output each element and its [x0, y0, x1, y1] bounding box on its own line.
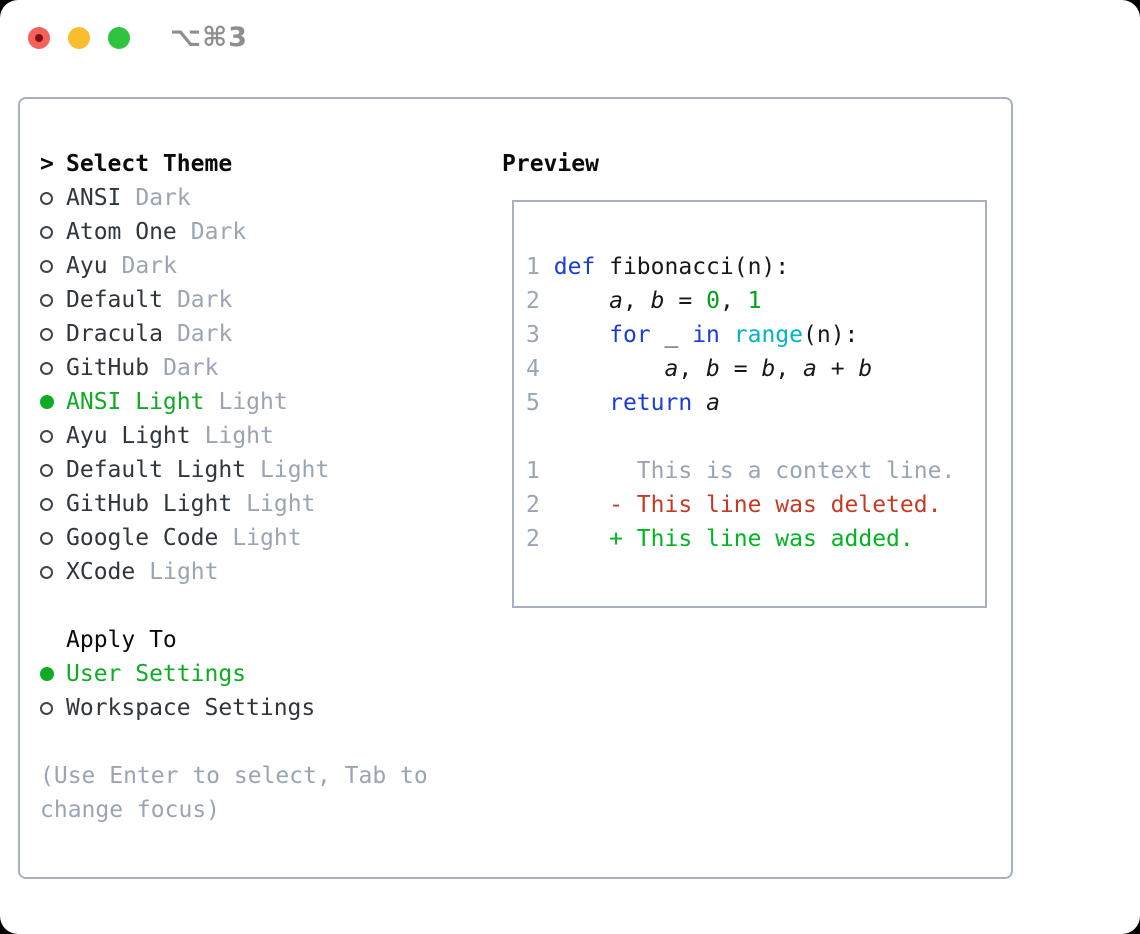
apply-option-user-settings[interactable]: User Settings [40, 657, 428, 691]
zoom-button-icon[interactable] [108, 27, 130, 49]
theme-variant-tag: Dark [176, 287, 233, 313]
theme-option-ansi-light[interactable]: ANSI Light Light [40, 385, 428, 419]
apply-to-title: Apply To [66, 627, 177, 653]
theme-option-github[interactable]: GitHub Dark [40, 351, 428, 385]
spacer [40, 725, 428, 759]
theme-list-header: > Select Theme [40, 147, 428, 181]
code-line: 1 def fibonacci(n): [526, 254, 790, 280]
code-line: 1 This is a context line. [526, 458, 956, 484]
apply-option-workspace-settings[interactable]: Workspace Settings [40, 691, 428, 725]
theme-option-ayu-light[interactable]: Ayu Light Light [40, 419, 428, 453]
apply-to-header: Apply To [40, 623, 428, 657]
theme-option-ayu[interactable]: Ayu Dark [40, 249, 428, 283]
preview-title: Preview [502, 151, 599, 177]
theme-option-atom-one[interactable]: Atom One Dark [40, 215, 428, 249]
line-number: 3 [526, 322, 540, 348]
radio-unselected-icon[interactable] [40, 191, 66, 205]
theme-variant-tag: Light [149, 559, 219, 585]
radio-unselected-icon[interactable] [40, 531, 66, 545]
radio-unselected-icon[interactable] [40, 701, 66, 715]
radio-unselected-icon[interactable] [40, 497, 66, 511]
theme-name: XCode [66, 559, 136, 585]
theme-name: Dracula [66, 321, 163, 347]
theme-variant-tag: Light [260, 457, 330, 483]
theme-name: Default [66, 287, 163, 313]
theme-variant-tag: Dark [176, 321, 233, 347]
apply-option-label: Workspace Settings [66, 695, 316, 721]
code-line: 2 - This line was deleted. [526, 492, 942, 518]
help-text-line-2: change focus) [40, 797, 221, 823]
line-number: 1 [526, 254, 540, 280]
spacer [40, 589, 428, 623]
radio-unselected-icon[interactable] [40, 327, 66, 341]
radio-unselected-icon[interactable] [40, 565, 66, 579]
window-shortcut-label: ⌥⌘3 [170, 22, 248, 53]
line-number: 1 [526, 458, 540, 484]
radio-unselected-icon[interactable] [40, 259, 66, 273]
theme-option-github-light[interactable]: GitHub Light Light [40, 487, 428, 521]
theme-option-google-code[interactable]: Google Code Light [40, 521, 428, 555]
radio-selected-icon[interactable] [40, 395, 66, 409]
line-number: 5 [526, 390, 540, 416]
theme-name: Ayu [66, 253, 108, 279]
radio-selected-icon[interactable] [40, 667, 66, 681]
line-number: 2 [526, 288, 540, 314]
theme-name: Google Code [66, 525, 219, 551]
radio-unselected-icon[interactable] [40, 225, 66, 239]
minimize-button-icon[interactable] [68, 27, 90, 49]
theme-name: GitHub [66, 355, 150, 381]
line-number: 2 [526, 492, 540, 518]
radio-unselected-icon[interactable] [40, 463, 66, 477]
theme-name: Ayu Light [66, 423, 191, 449]
code-line: 3 for _ in range(n): [526, 322, 859, 348]
theme-name: ANSI Light [66, 389, 205, 415]
line-number: 4 [526, 356, 540, 382]
radio-unselected-icon[interactable] [40, 429, 66, 443]
code-line: 2 + This line was added. [526, 526, 914, 552]
theme-variant-tag: Light [218, 389, 288, 415]
theme-list-title: Select Theme [66, 151, 233, 177]
close-button-icon[interactable] [28, 27, 50, 49]
radio-unselected-icon[interactable] [40, 293, 66, 307]
theme-option-dracula[interactable]: Dracula Dark [40, 317, 428, 351]
titlebar: ⌥⌘3 [28, 22, 248, 53]
code-line: 4 a, b = b, a + b [526, 356, 873, 382]
theme-option-default[interactable]: Default Dark [40, 283, 428, 317]
theme-variant-tag: Light [204, 423, 274, 449]
code-line: 5 return a [526, 390, 720, 416]
theme-option-xcode[interactable]: XCode Light [40, 555, 428, 589]
theme-option-default-light[interactable]: Default Light Light [40, 453, 428, 487]
help-text-line-1: (Use Enter to select, Tab to [40, 763, 428, 789]
theme-variant-tag: Dark [135, 185, 191, 211]
theme-name: GitHub Light [66, 491, 233, 517]
theme-variant-tag: Dark [163, 355, 219, 381]
code-line [526, 420, 985, 454]
theme-name: ANSI [66, 185, 122, 211]
preview-code-box: 1 def fibonacci(n): 2 a, b = 0, 1 3 for _ … [512, 200, 987, 608]
line-number: 2 [526, 526, 540, 552]
theme-variant-tag: Light [246, 491, 316, 517]
apply-option-label: User Settings [66, 661, 247, 687]
theme-option-ansi[interactable]: ANSI Dark [40, 181, 428, 215]
theme-variant-tag: Light [232, 525, 302, 551]
theme-name: Default Light [66, 457, 247, 483]
prompt-icon: > [40, 151, 54, 177]
code-line: 2 a, b = 0, 1 [526, 288, 762, 314]
theme-variant-tag: Dark [121, 253, 177, 279]
theme-variant-tag: Dark [190, 219, 247, 245]
radio-unselected-icon[interactable] [40, 361, 66, 375]
theme-name: Atom One [66, 219, 177, 245]
